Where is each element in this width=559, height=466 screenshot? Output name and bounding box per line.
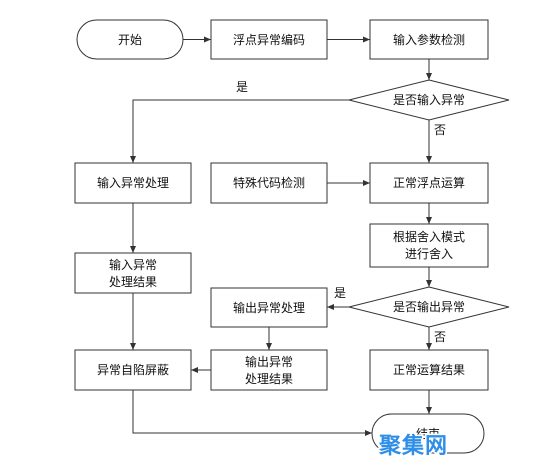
input-exception-decision: 是否输入异常 (348, 79, 510, 121)
self-mask-label: 异常自陷屏蔽 (97, 362, 169, 377)
normal-fp-op-label: 正常浮点运算 (393, 175, 465, 190)
output-decision-no-label: 否 (434, 330, 446, 344)
end-label: 结束 (416, 427, 440, 441)
rounding-node: 根据舍入模式 进行舍入 (369, 223, 489, 268)
input-exception-decision-label: 是否输入异常 (393, 92, 465, 107)
input-handling-node: 输入异常处理 (74, 162, 192, 204)
check-input-label: 输入参数检测 (393, 32, 465, 47)
check-input-node: 输入参数检测 (369, 19, 489, 60)
input-handling-label: 输入异常处理 (97, 175, 169, 190)
rounding-label-line1: 根据舍入模式 (393, 229, 465, 244)
self-mask-node: 异常自陷屏蔽 (74, 349, 192, 391)
output-handling-node: 输出异常处理 (210, 287, 328, 328)
output-result-label-line1: 输出异常 (245, 354, 293, 369)
rounding-label-line2: 进行舍入 (405, 246, 453, 261)
end-node: 结束 (371, 413, 485, 454)
output-decision-yes-label: 是 (334, 286, 346, 300)
input-result-label-line1: 输入异常 (109, 257, 157, 272)
start-label: 开始 (118, 33, 142, 47)
special-code-check-node: 特殊代码检测 (210, 162, 328, 204)
arrow-self-mask-to-end (132, 390, 372, 436)
output-exception-decision-label: 是否输出异常 (393, 299, 465, 314)
input-decision-yes-label: 是 (236, 80, 248, 94)
input-decision-no-label: 否 (434, 123, 446, 137)
normal-result-node: 正常运算结果 (369, 349, 489, 391)
output-result-node: 输出异常 处理结果 (210, 349, 328, 391)
input-result-label-line2: 处理结果 (109, 275, 157, 289)
output-exception-decision: 是否输出异常 (348, 286, 510, 328)
arrow-decision-yes-to-input-handling (130, 99, 349, 163)
encode-node: 浮点异常编码 (210, 19, 328, 60)
normal-result-label: 正常运算结果 (393, 362, 465, 377)
input-result-node: 输入异常 处理结果 (74, 252, 192, 294)
start-node: 开始 (76, 19, 184, 60)
encode-label: 浮点异常编码 (233, 32, 305, 47)
output-handling-label: 输出异常处理 (233, 300, 305, 315)
special-code-check-label: 特殊代码检测 (233, 175, 305, 190)
output-result-label-line2: 处理结果 (245, 372, 293, 386)
normal-fp-op-node: 正常浮点运算 (369, 162, 489, 204)
